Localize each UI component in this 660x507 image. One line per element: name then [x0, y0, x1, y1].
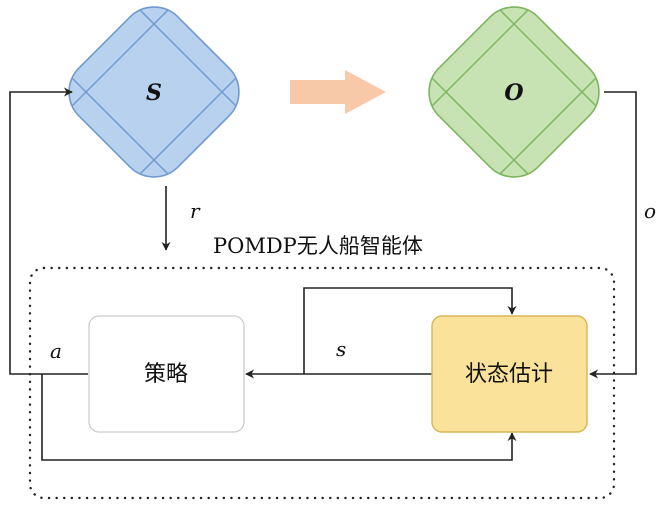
observation-node-shape	[428, 6, 600, 178]
observation-edge-label: o	[644, 199, 656, 223]
policy-box: 策略	[88, 315, 245, 433]
observation-node-label: O	[504, 80, 523, 106]
agent-title: POMDP无人船智能体	[213, 234, 423, 258]
observation-node: O	[415, 0, 613, 191]
observation-edge	[589, 91, 637, 379]
state-node: S	[55, 0, 253, 191]
state-estimate-label: s	[336, 337, 346, 361]
transition-arrow	[290, 70, 386, 114]
action-feedback-edge	[41, 374, 517, 461]
estimator-self-loop	[303, 287, 517, 374]
reward-label: r	[190, 199, 201, 223]
state-node-label: S	[146, 80, 162, 106]
policy-label: 策略	[144, 362, 188, 387]
state-node-shape	[68, 6, 240, 178]
estimator-label: 状态估计	[465, 362, 553, 387]
action-edge-label: a	[50, 339, 62, 363]
action-edge	[9, 87, 88, 375]
agent-boundary	[28, 266, 616, 500]
estimator-box: 状态估计	[431, 315, 588, 433]
